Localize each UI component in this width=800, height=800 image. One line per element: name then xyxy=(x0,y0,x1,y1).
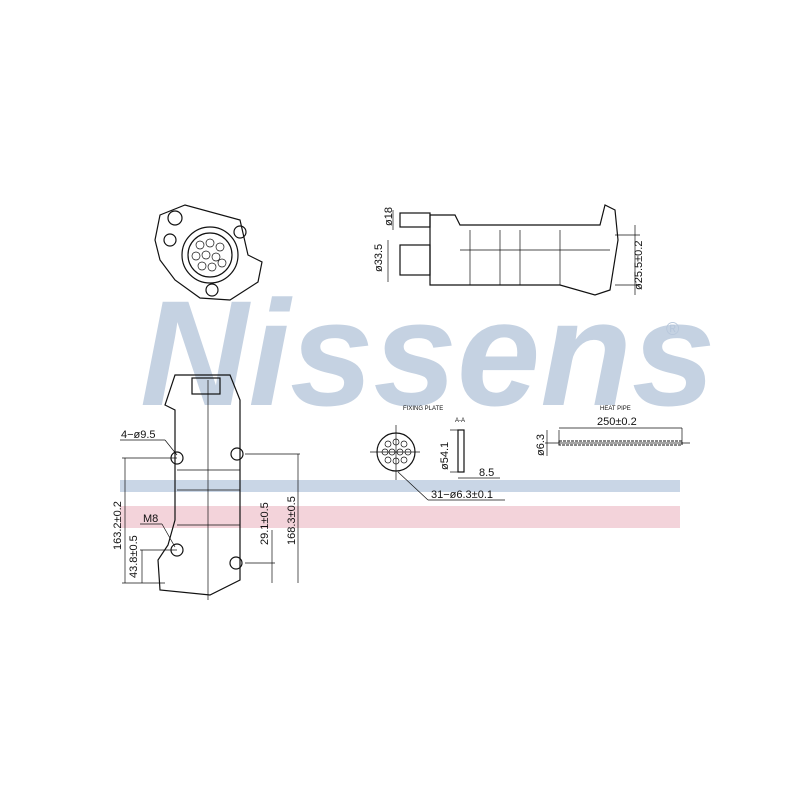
dim-thread: M8 xyxy=(143,513,158,525)
fixing-plate xyxy=(370,425,505,501)
dim-top-2: ø33.5 xyxy=(373,244,385,272)
dim-pipe-dia: ø6.3 xyxy=(535,434,547,456)
heat-pipe-title: HEAT PIPE xyxy=(600,406,631,412)
dim-plate-dia: ø54.1 xyxy=(439,442,451,470)
watermark-band-red xyxy=(120,506,680,528)
side-view xyxy=(120,374,300,600)
dim-pipe-length: 250±0.2 xyxy=(597,416,637,428)
top-view xyxy=(387,204,640,296)
dim-plate-holes: 31−ø6.3±0.1 xyxy=(431,489,493,501)
dim-side-height: 163.2±0.2 xyxy=(112,501,124,550)
dim-top-3: ø25.5±0.2 xyxy=(633,241,645,290)
dim-plate-thickness: 8.5 xyxy=(479,467,494,479)
fixing-plate-title: FIXING PLATE xyxy=(403,406,443,412)
heat-pipe xyxy=(545,427,690,456)
dim-side-168: 168.3±0.5 xyxy=(286,496,298,545)
watermark-band-blue xyxy=(120,480,680,492)
section-label: A-A xyxy=(455,418,465,424)
front-view xyxy=(154,204,263,301)
dim-top-1: ø18 xyxy=(383,207,395,226)
dim-side-29: 29.1±0.5 xyxy=(259,502,271,545)
dim-side-lower: 43.8±0.5 xyxy=(128,535,140,578)
watermark-logo: Nissens xyxy=(140,269,715,437)
registered-mark: ® xyxy=(666,319,679,339)
dim-holes: 4−ø9.5 xyxy=(121,429,156,441)
